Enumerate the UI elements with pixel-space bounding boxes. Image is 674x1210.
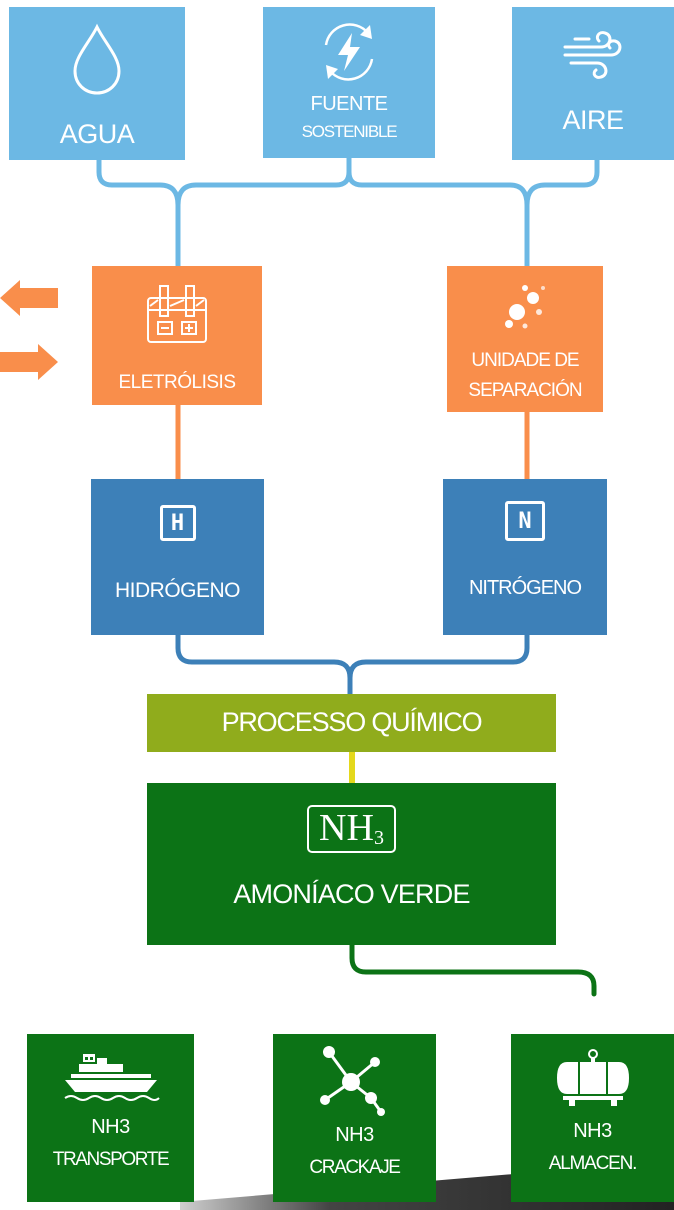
particles-icon bbox=[505, 285, 545, 329]
molecule-icon bbox=[319, 1046, 385, 1116]
renewable-energy-icon bbox=[324, 23, 374, 81]
hydrogen-symbol-icon: H bbox=[159, 505, 196, 541]
crackaje-line2: CRACKAJE bbox=[309, 1157, 401, 1178]
aire-label: AIRE bbox=[562, 105, 624, 135]
use-crackaje: NH3 CRACKAJE bbox=[273, 1034, 436, 1202]
product-amoniaco-verde: NH3 AMONÍACO VERDE bbox=[147, 783, 556, 945]
nh3-formula-main: NH bbox=[319, 807, 374, 849]
separacion-label-line2: SEPARACIÓN bbox=[468, 379, 582, 401]
wind-icon bbox=[563, 31, 622, 79]
agua-label: AGUA bbox=[59, 119, 135, 149]
use-transporte: NH3 TRANSPORTE bbox=[27, 1034, 194, 1202]
process-electrolisis: ELETRÓLISIS bbox=[92, 266, 262, 405]
chemical-process-bar: PROCESSO QUÍMICO bbox=[147, 694, 556, 752]
output-arrow-icon bbox=[0, 280, 58, 316]
water-drop-icon bbox=[73, 23, 121, 95]
almacen-line2: ALMACEN. bbox=[548, 1153, 638, 1174]
nitrogen-symbol-icon: N bbox=[505, 501, 545, 541]
nh3-formula: NH3 bbox=[307, 805, 396, 853]
almacen-line1: NH3 bbox=[573, 1120, 612, 1142]
gas-nitrogeno: N NITRÓGENO bbox=[443, 479, 607, 635]
fuente-label-line2: SOSTENIBLE bbox=[301, 122, 398, 141]
hidrogeno-label: HIDRÓGENO bbox=[114, 579, 241, 602]
electrolisis-label: ELETRÓLISIS bbox=[118, 372, 237, 393]
chemical-process-label: PROCESSO QUÍMICO bbox=[221, 707, 483, 738]
amoniaco-label: AMONÍACO VERDE bbox=[233, 879, 470, 909]
separacion-label-line1: UNIDADE DE bbox=[471, 350, 579, 371]
storage-tank-icon bbox=[556, 1049, 629, 1106]
use-almacen: NH3 ALMACEN. bbox=[511, 1034, 674, 1202]
nitrogeno-label: NITRÓGENO bbox=[468, 577, 582, 599]
transporte-line1: NH3 bbox=[91, 1116, 130, 1138]
source-fuente-sostenible: FUENTE SOSTENIBLE bbox=[263, 7, 435, 158]
ship-icon bbox=[63, 1054, 160, 1101]
transporte-line2: TRANSPORTE bbox=[52, 1149, 170, 1170]
crackaje-line1: NH3 bbox=[335, 1124, 374, 1146]
source-agua: AGUA bbox=[9, 7, 185, 160]
fuente-label-line1: FUENTE bbox=[310, 93, 389, 115]
input-arrow-icon bbox=[0, 344, 58, 380]
gas-hidrogeno: H HIDRÓGENO bbox=[91, 479, 264, 635]
nh3-formula-sub: 3 bbox=[373, 827, 384, 849]
process-separacion: UNIDADE DE SEPARACIÓN bbox=[447, 266, 603, 412]
source-aire: AIRE bbox=[512, 7, 674, 160]
electrolyzer-icon bbox=[147, 285, 207, 343]
